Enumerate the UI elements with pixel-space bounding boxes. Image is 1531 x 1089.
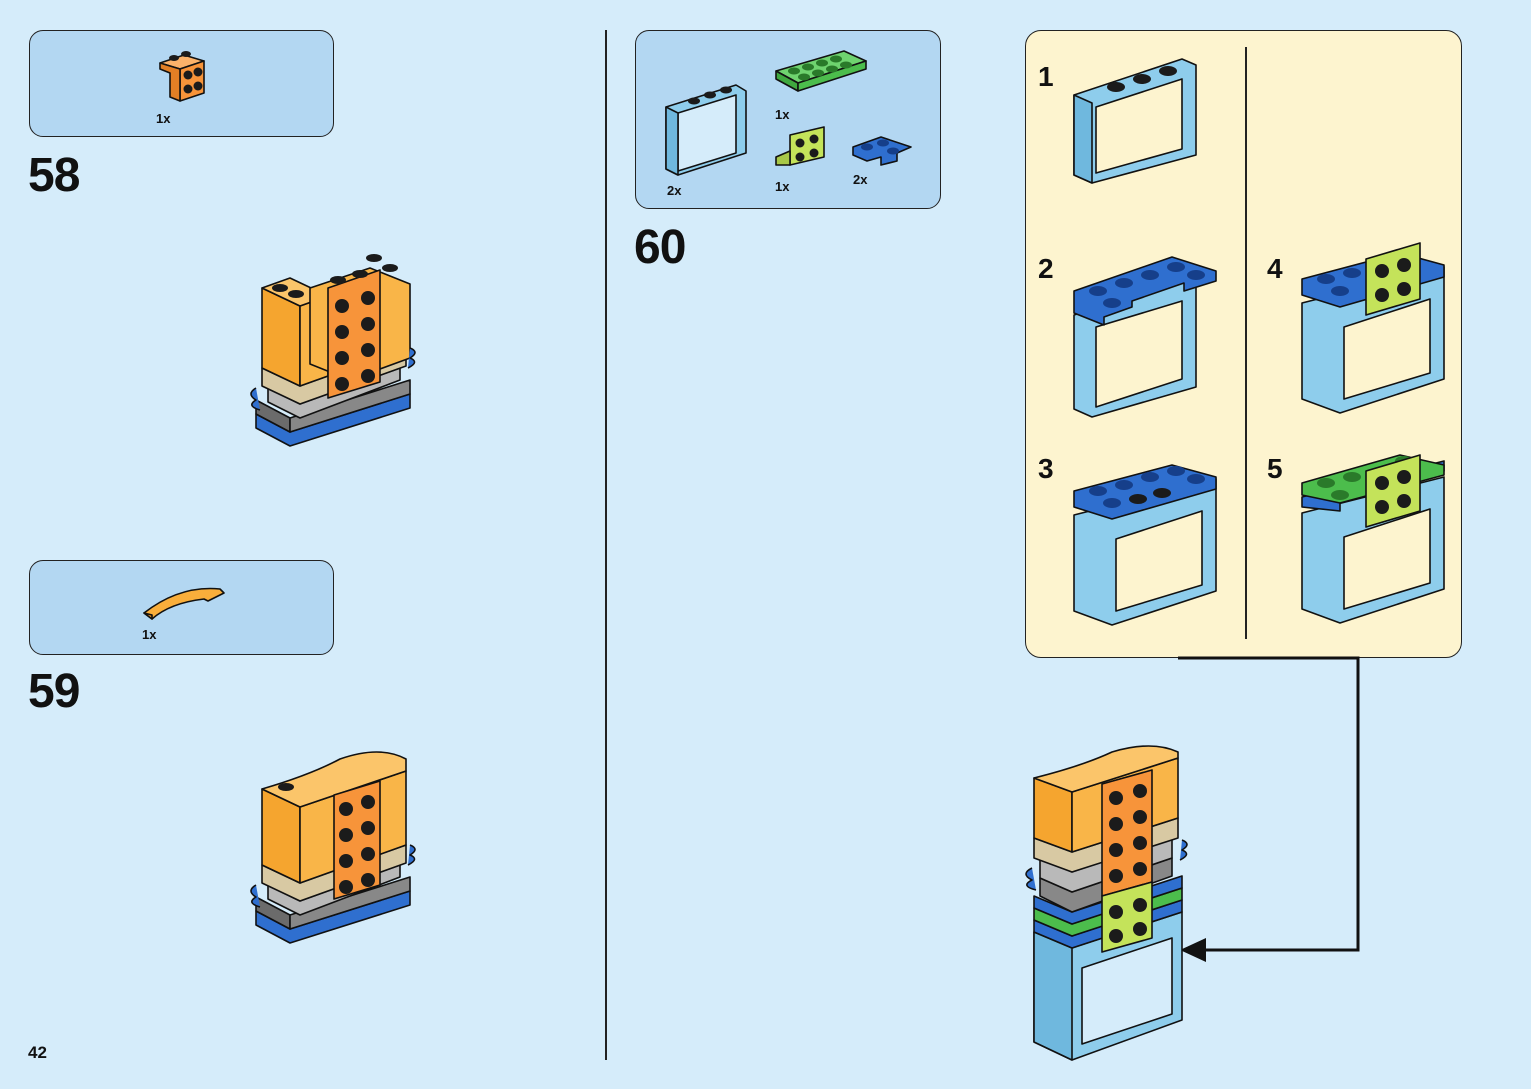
part-quantity: 2x: [667, 183, 682, 198]
substep-number: 4: [1267, 253, 1283, 284]
step-number: 60: [634, 221, 686, 274]
part-quantity: 1x: [142, 627, 157, 642]
substep-1-illustration: [1073, 58, 1197, 184]
subassembly-divider: [1245, 47, 1247, 639]
curved-slope-part-icon: [143, 587, 225, 620]
substep-3-illustration: [1073, 464, 1217, 626]
substep-2-illustration: [1073, 256, 1217, 418]
part-quantity: 2x: [853, 172, 868, 187]
green-plate-part-icon: [775, 50, 867, 92]
substep-5-illustration: [1301, 454, 1445, 624]
part-quantity: 1x: [775, 179, 790, 194]
part-quantity: 1x: [775, 107, 790, 122]
page-divider: [605, 30, 607, 1060]
step-59-model-illustration: [250, 751, 416, 944]
window-frame-part-icon: [665, 84, 747, 176]
step-58-parts-box: 1x: [29, 30, 334, 137]
substep-number: 5: [1267, 453, 1283, 484]
part-quantity: 1x: [156, 111, 171, 126]
page-number: 42: [28, 1043, 47, 1062]
orange-bracket-part-icon: [159, 51, 205, 102]
step-60-parts-box: 2x 1x 1x 2x: [635, 30, 941, 209]
substep-4-illustration: [1301, 242, 1445, 414]
step-58-model-illustration: [250, 254, 416, 447]
subassembly-callout-arrow-icon: [1178, 656, 1360, 962]
blue-corner-plate-part-icon: [852, 136, 912, 166]
substep-number: 2: [1038, 253, 1054, 284]
step-number: 59: [28, 665, 80, 718]
subassembly-panel: 1 2 3 4 5: [1025, 30, 1462, 658]
step-60-model-illustration: [1025, 745, 1188, 1061]
substep-number: 1: [1038, 61, 1054, 92]
substep-number: 3: [1038, 453, 1054, 484]
step-number: 58: [28, 149, 80, 202]
lime-bracket-part-icon: [775, 126, 825, 166]
step-59-parts-box: 1x: [29, 560, 334, 655]
